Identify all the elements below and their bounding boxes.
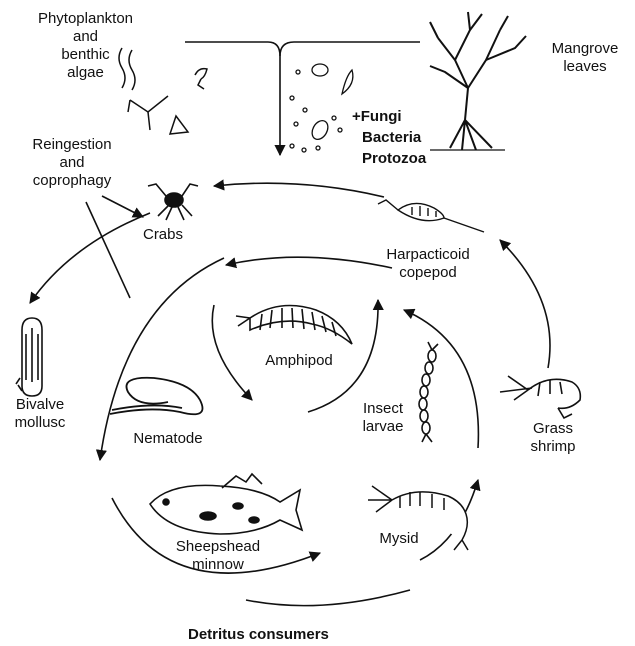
label-reingestion-line2: and xyxy=(6,154,138,172)
label-reingestion-line1: Reingestion xyxy=(6,136,138,154)
label-phytoplankton-line3: benthic xyxy=(8,46,163,64)
label-grass-line2: shrimp xyxy=(518,438,588,456)
label-grass-shrimp: Grass shrimp xyxy=(518,420,588,456)
label-phytoplankton-line1: Phytoplankton xyxy=(8,10,163,28)
shrimp-to-copepod-arrow xyxy=(500,240,550,368)
diagram-title: Detritus consumers xyxy=(188,626,329,644)
mangrove-tree-icon xyxy=(430,12,526,150)
reingestion-pointer-2 xyxy=(86,202,130,298)
mangrove-inflow-line xyxy=(280,42,420,56)
insect-larva-icon xyxy=(419,342,438,442)
detritus-particles-icon xyxy=(290,64,353,152)
label-mangrove-leaves: Mangrove leaves xyxy=(540,40,630,76)
label-phytoplankton-line2: and xyxy=(8,28,163,46)
bottom-curve xyxy=(246,590,410,606)
label-sheepshead-line1: Sheepshead xyxy=(158,538,278,556)
outer-cycle-arrow xyxy=(214,183,384,197)
label-phytoplankton-line4: algae xyxy=(8,64,163,82)
label-phytoplankton: Phytoplankton and benthic algae xyxy=(8,10,163,82)
label-mysid: Mysid xyxy=(368,530,430,548)
label-crabs: Crabs xyxy=(128,226,198,244)
label-mangrove-line2: leaves xyxy=(540,58,630,76)
amphipod-icon xyxy=(236,306,352,345)
label-bivalve-mollusc: Bivalve mollusc xyxy=(0,396,82,432)
label-insect-line2: larvae xyxy=(350,418,416,436)
inner-left-arc xyxy=(212,305,252,400)
label-harpacticoid-line1: Harpacticoid xyxy=(368,246,488,264)
label-bacteria: Bacteria xyxy=(362,129,421,147)
minnow-fish-icon xyxy=(150,474,302,534)
label-insect-larvae: Insect larvae xyxy=(350,400,416,436)
label-mangrove-line1: Mangrove xyxy=(540,40,630,58)
label-insect-line1: Insect xyxy=(350,400,416,418)
label-bivalve-line2: mollusc xyxy=(0,414,82,432)
label-harpacticoid-line2: copepod xyxy=(368,264,488,282)
bivalve-icon xyxy=(16,318,42,396)
label-sheepshead-minnow: Sheepshead minnow xyxy=(158,538,278,574)
reingestion-pointer-1 xyxy=(102,196,143,217)
label-grass-line1: Grass xyxy=(518,420,588,438)
label-amphipod: Amphipod xyxy=(250,352,348,370)
copepod-icon xyxy=(378,200,484,232)
label-protozoa: Protozoa xyxy=(362,150,426,168)
label-reingestion: Reingestion and coprophagy xyxy=(6,136,138,190)
source-inflow-line xyxy=(185,42,280,155)
label-harpacticoid-copepod: Harpacticoid copepod xyxy=(368,246,488,282)
label-sheepshead-line2: minnow xyxy=(158,556,278,574)
label-nematode: Nematode xyxy=(118,430,218,448)
crab-icon xyxy=(148,184,198,220)
label-fungi: +Fungi xyxy=(352,108,402,126)
label-bivalve-line1: Bivalve xyxy=(0,396,82,414)
label-reingestion-line3: coprophagy xyxy=(6,172,138,190)
nematode-icon xyxy=(110,378,203,415)
grass-shrimp-icon xyxy=(500,376,580,418)
